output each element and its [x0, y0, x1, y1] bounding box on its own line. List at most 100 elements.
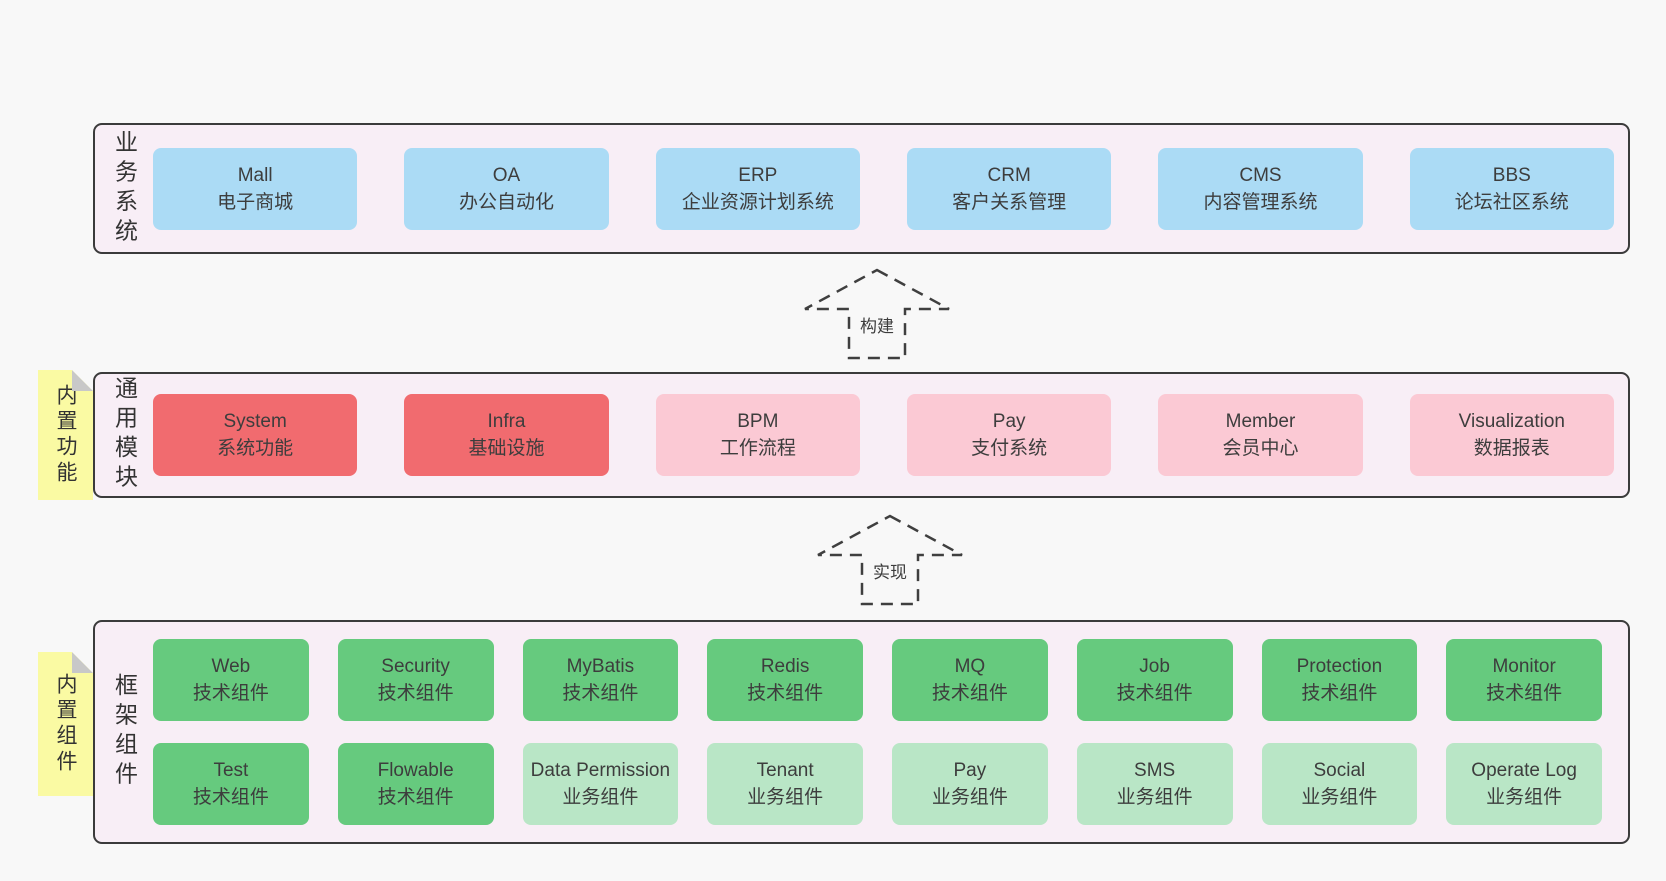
layer-label: 通用模块 [111, 376, 138, 494]
layer-common-modules: 通用模块 System 系统功能 Infra 基础设施 BPM 工作流程 Pay 支付系统 Me… [93, 372, 1630, 498]
node-title: Member [1225, 411, 1296, 432]
node-member: Member 会员中心 [1158, 394, 1363, 476]
node-subtitle: 技术组件 [1486, 683, 1563, 704]
node-title: CMS [1239, 164, 1282, 186]
node-subtitle: 技术组件 [192, 683, 269, 704]
node-title: Job [1139, 656, 1170, 677]
node-system: System 系统功能 [153, 394, 358, 476]
layer-content: System 系统功能 Infra 基础设施 BPM 工作流程 Pay 支付系统 Member 会… [153, 374, 1628, 496]
node-subtitle: 办公自动化 [458, 191, 554, 213]
node-title: Data Permission [530, 760, 671, 781]
node-title: BPM [737, 411, 779, 432]
node-security: Security 技术组件 [337, 639, 494, 721]
node-monitor: Monitor 技术组件 [1446, 639, 1602, 721]
node-title: Test [213, 760, 249, 781]
node-title: Pay [992, 411, 1026, 432]
node-visualization: Visualization 数据报表 [1409, 394, 1614, 476]
node-sms: SMS 业务组件 [1076, 743, 1233, 825]
node-title: OA [492, 164, 521, 186]
note-fold-corner [72, 652, 93, 673]
node-flowable: Flowable 技术组件 [337, 743, 494, 825]
node-title: Redis [760, 656, 810, 677]
node-row: System 系统功能 Infra 基础设施 BPM 工作流程 Pay 支付系统 Member 会… [153, 394, 1614, 476]
node-title: Social [1313, 760, 1366, 781]
note-label: 内置组件 [54, 672, 77, 776]
node-subtitle: 业务组件 [562, 787, 639, 808]
node-title: Infra [487, 411, 526, 432]
layer-label-zone: 框架组件 [95, 622, 153, 842]
node-subtitle: 技术组件 [562, 683, 639, 704]
node-subtitle: 业务组件 [1486, 787, 1563, 808]
node-title: Security [381, 656, 450, 677]
note-built-in-features: 内置功能 [38, 370, 93, 500]
node-data-permission: Data Permission 业务组件 [522, 743, 679, 825]
node-subtitle: 客户关系管理 [952, 191, 1067, 213]
node-subtitle: 业务组件 [1116, 787, 1193, 808]
node-redis: Redis 技术组件 [707, 639, 863, 721]
node-title: Operate Log [1471, 760, 1577, 781]
node-subtitle: 基础设施 [468, 438, 545, 459]
node-title: Protection [1296, 656, 1383, 677]
node-title: Web [211, 656, 251, 677]
note-fold-corner [72, 370, 93, 391]
node-title: Pay [953, 760, 987, 781]
node-mybatis: MyBatis 技术组件 [522, 639, 679, 721]
node-subtitle: 支付系统 [971, 438, 1048, 459]
node-subtitle: 技术组件 [1116, 683, 1193, 704]
arrow-build: 构建 [803, 268, 951, 360]
node-infra: Infra 基础设施 [404, 394, 609, 476]
node-pay: Pay 支付系统 [906, 394, 1112, 476]
node-title: SMS [1134, 760, 1176, 781]
node-subtitle: 会员中心 [1222, 438, 1299, 459]
node-title: Monitor [1492, 656, 1556, 677]
node-title: CRM [987, 164, 1031, 186]
node-title: Mall [237, 164, 273, 186]
node-subtitle: 企业资源计划系统 [681, 191, 834, 213]
node-bbs: BBS 论坛社区系统 [1409, 147, 1614, 230]
node-subtitle: 业务组件 [1301, 787, 1378, 808]
node-subtitle: 技术组件 [377, 683, 454, 704]
node-subtitle: 业务组件 [747, 787, 824, 808]
layer-label-zone: 通用模块 [95, 374, 153, 496]
node-protection: Protection 技术组件 [1261, 639, 1418, 721]
node-title: BBS [1492, 164, 1531, 186]
node-bpm: BPM 工作流程 [655, 394, 860, 476]
node-operate-log: Operate Log 业务组件 [1446, 743, 1602, 825]
arrow-implement: 实现 [816, 514, 964, 606]
node-cms: CMS 内容管理系统 [1158, 147, 1363, 230]
node-job: Job 技术组件 [1076, 639, 1233, 721]
node-subtitle: 工作流程 [719, 438, 796, 459]
node-subtitle: 论坛社区系统 [1454, 191, 1569, 213]
node-web: Web 技术组件 [153, 639, 309, 721]
layer-label: 框架组件 [111, 673, 138, 791]
note-built-in-components: 内置组件 [38, 652, 93, 796]
node-subtitle: 内容管理系统 [1203, 191, 1318, 213]
node-title: Visualization [1458, 411, 1565, 432]
note-label: 内置功能 [54, 383, 77, 487]
node-subtitle: 技术组件 [1301, 683, 1378, 704]
node-subtitle: 技术组件 [377, 787, 454, 808]
node-subtitle: 系统功能 [217, 438, 294, 459]
node-title: System [223, 411, 287, 432]
node-tenant: Tenant 业务组件 [707, 743, 863, 825]
node-subtitle: 数据报表 [1473, 438, 1550, 459]
node-title: MQ [954, 656, 986, 677]
node-title: Flowable [377, 760, 454, 781]
node-title: Tenant [756, 760, 814, 781]
node-subtitle: 技术组件 [747, 683, 824, 704]
layer-label-zone: 业务系统 [95, 125, 153, 252]
node-social: Social 业务组件 [1261, 743, 1418, 825]
node-title: MyBatis [566, 656, 635, 677]
